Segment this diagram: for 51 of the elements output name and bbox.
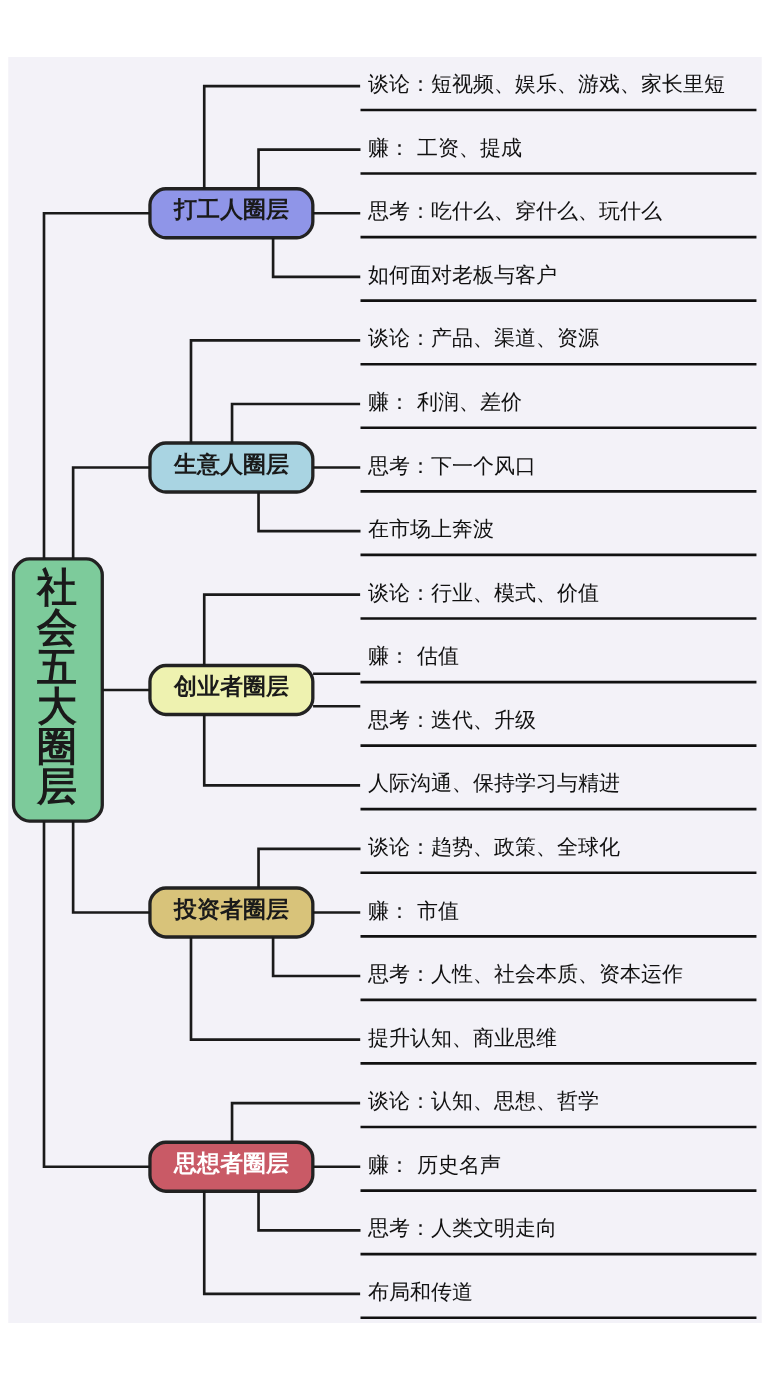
node-text: 布局和传道 (368, 1278, 474, 1304)
connector (313, 466, 361, 469)
node-text: 如何面对老板与客户 (368, 261, 558, 287)
connector (202, 84, 361, 189)
node-text: 思考：吃什么、穿什么、玩什么 (368, 198, 663, 224)
node-text: 赚： 市值 (368, 897, 460, 923)
connector (257, 148, 361, 189)
node-text: 谈论：行业、模式、价值 (368, 579, 600, 605)
connector (313, 704, 361, 708)
connector (71, 466, 150, 559)
node-text: 思考：人类文明走向 (368, 1215, 558, 1241)
node-box: 社会五大圈层 (11, 557, 104, 823)
node-box: 创业者圈层 (148, 663, 315, 717)
node-text: 人际沟通、保持学习与精进 (368, 770, 621, 796)
node-text: 在市场上奔波 (368, 516, 495, 542)
connector (313, 911, 361, 914)
connector (313, 1165, 361, 1169)
connector (189, 937, 361, 1041)
node-text: 思考：迭代、升级 (368, 706, 537, 732)
node-text: 提升认知、商业思维 (368, 1024, 558, 1050)
node-text: 谈论：趋势、政策、全球化 (368, 833, 621, 859)
connector (202, 1191, 361, 1296)
node-text: 谈论：产品、渠道、资源 (368, 325, 600, 351)
connector (42, 211, 150, 559)
node-text: 赚： 工资、提成 (368, 134, 523, 160)
node-box: 思想者圈层 (148, 1140, 315, 1193)
connector (257, 1191, 361, 1232)
connector (42, 821, 150, 1169)
connector (313, 672, 361, 676)
connector (230, 1101, 361, 1142)
node-text: 谈论：短视频、娱乐、游戏、家长里短 (368, 71, 726, 97)
node-text: 赚： 估值 (368, 643, 460, 669)
connector (257, 847, 361, 888)
node-text: 思考：下一个风口 (368, 452, 537, 478)
node-box: 投资者圈层 (148, 886, 315, 939)
connector (313, 211, 361, 215)
connector (257, 492, 361, 533)
node-text: 赚： 利润、差价 (368, 388, 523, 414)
node-box: 生意人圈层 (148, 441, 315, 494)
connector (230, 402, 361, 443)
connector (202, 714, 361, 787)
connector (271, 937, 361, 978)
node-text: 谈论：认知、思想、哲学 (368, 1088, 600, 1114)
connector (102, 688, 150, 692)
node-text: 赚： 历史名声 (368, 1151, 502, 1177)
connector (189, 339, 361, 443)
connector (71, 821, 150, 914)
connector (271, 238, 361, 279)
connector (202, 593, 361, 666)
node-text: 思考：人性、社会本质、资本运作 (368, 961, 684, 987)
node-box: 打工人圈层 (148, 187, 315, 240)
